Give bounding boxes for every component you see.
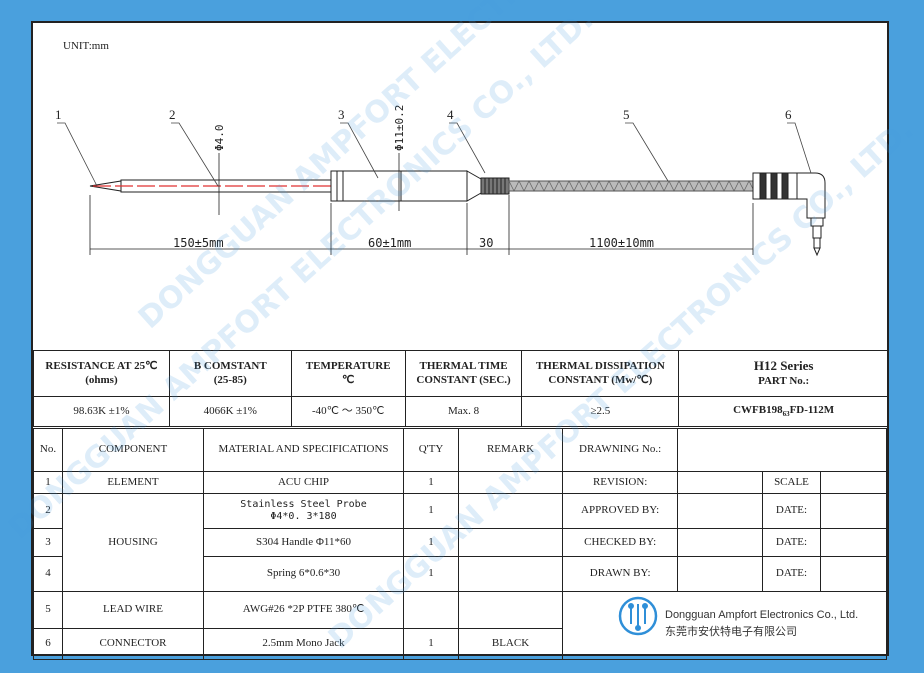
row-no: 4 — [33, 556, 63, 592]
drawing-no-label: DRAWNING No.: — [561, 428, 679, 472]
probe-diameter-label: Φ4.0 — [213, 125, 226, 152]
revision-value — [677, 471, 764, 494]
company-name-en: Dongguan Ampfort Electronics Co., Ltd. — [665, 609, 859, 621]
row-component: ELEMENT — [62, 471, 204, 494]
row-material: 2.5mm Mono Jack — [203, 628, 404, 660]
spec-value-thermal-time: Max. 8 — [404, 396, 523, 427]
row-no: 5 — [33, 591, 63, 629]
revision-label: REVISION: — [561, 471, 679, 494]
spec-value-dissipation: ≥2.5 — [521, 396, 680, 427]
callout-4: 4 — [447, 107, 454, 122]
spec-header-resistance: RESISTANCE AT 25℃(ohms) — [33, 350, 170, 397]
checked-value — [677, 528, 764, 557]
callout-3: 3 — [338, 107, 345, 122]
checked-date-value — [819, 528, 888, 557]
row-no: 1 — [33, 471, 63, 494]
row-component: LEAD WIRE — [62, 591, 204, 629]
spec-value-resistance: 98.63K ±1% — [33, 396, 170, 427]
col-header-component: COMPONENT — [62, 428, 204, 472]
company-name-cn: 东莞市安伏特电子有限公司 — [665, 626, 797, 638]
components-table: No. COMPONENT MATERIAL AND SPECIFICATION… — [33, 428, 563, 660]
handle-taper — [466, 170, 482, 202]
table-row: 5 LEAD WIRE AWG#26 *2P PTFE 380℃ — [33, 591, 563, 629]
row-no: 2 — [33, 493, 63, 529]
approved-value — [677, 493, 764, 529]
approval-table: DRAWNING No.: REVISION: SCALE APPROVED B… — [561, 428, 888, 660]
wire-length-label: 1100±10mm — [589, 236, 654, 250]
lead-wire-braid — [508, 180, 760, 192]
probe-length-label: 150±5mm — [173, 236, 224, 250]
row-remark — [458, 591, 563, 629]
scale-label: SCALE — [762, 471, 821, 494]
row-material: AWG#26 *2P PTFE 380℃ — [203, 591, 404, 629]
mono-jack-connector — [752, 172, 826, 257]
table-row: 1 ELEMENT ACU CHIP 1 — [33, 471, 563, 494]
row-remark — [458, 493, 563, 529]
spec-table: RESISTANCE AT 25℃(ohms) B COMSTANT(25-85… — [33, 350, 889, 427]
handle-length-label: 60±1mm — [368, 236, 411, 250]
callout-leaders — [57, 122, 812, 187]
drawing-no-value — [677, 428, 887, 472]
diameter-dims — [218, 153, 400, 215]
company-name: Dongguan Ampfort Electronics Co., Ltd. 东… — [665, 607, 858, 641]
spring-length-label: 30 — [479, 236, 493, 250]
callout-1: 1 — [55, 107, 62, 122]
col-header-material: MATERIAL AND SPECIFICATIONS — [203, 428, 404, 472]
callout-5: 5 — [623, 107, 630, 122]
row-remark — [458, 556, 563, 592]
drawing-sheet: UNIT:mm — [31, 21, 889, 660]
row-no: 6 — [33, 628, 63, 660]
table-row: 6 CONNECTOR 2.5mm Mono Jack 1 BLACK — [33, 628, 563, 660]
handle-diameter-label: Φ11±0.2 — [393, 105, 406, 151]
row-qty — [403, 591, 459, 629]
drawn-date-label: DATE: — [762, 556, 821, 592]
approved-date-value — [819, 493, 888, 529]
row-remark: BLACK — [458, 628, 563, 660]
checked-label: CHECKED BY: — [561, 528, 679, 557]
checked-date-label: DATE: — [762, 528, 821, 557]
row-material: Spring 6*0.6*30 — [203, 556, 404, 592]
callout-6: 6 — [785, 107, 792, 122]
row-qty: 1 — [403, 556, 459, 592]
col-header-remark: REMARK — [458, 428, 563, 472]
drawn-date-value — [819, 556, 888, 592]
row-qty: 1 — [403, 493, 459, 529]
row-component: CONNECTOR — [62, 628, 204, 660]
length-dims — [89, 195, 754, 255]
company-cell — [562, 591, 887, 660]
row-remark — [458, 528, 563, 557]
drawn-label: DRAWN BY: — [561, 556, 679, 592]
row-qty: 1 — [403, 628, 459, 660]
row-qty: 1 — [403, 471, 459, 494]
spring — [480, 177, 510, 195]
probe-drawing: 1 2 3 4 5 6 Φ4.0 Φ11±0.2 150±5mm 60±1mm … — [55, 105, 826, 257]
approved-date-label: DATE: — [762, 493, 821, 529]
spec-header-b-constant: B COMSTANT(25-85) — [168, 350, 292, 397]
col-header-no: No. — [33, 428, 63, 472]
row-material: ACU CHIP — [203, 471, 404, 494]
approved-label: APPROVED BY: — [561, 493, 679, 529]
scale-value — [819, 471, 888, 494]
row-component: HOUSING — [62, 493, 204, 592]
row-remark — [458, 471, 563, 494]
part-number: CWFB19863FD-112M — [678, 396, 889, 427]
row-qty: 1 — [403, 528, 459, 557]
spec-value-temperature: -40℃ ～ 350℃ — [290, 396, 406, 427]
col-header-qty: Q'TY — [403, 428, 459, 472]
callout-2: 2 — [169, 107, 176, 122]
unit-label: UNIT:mm — [63, 40, 109, 52]
company-logo — [618, 596, 658, 636]
spec-value-b-constant: 4066K ±1% — [168, 396, 292, 427]
spec-header-temperature: TEMPERATURE℃ — [290, 350, 406, 397]
drawn-value — [677, 556, 764, 592]
row-no: 3 — [33, 528, 63, 557]
row-material: S304 Handle Φ11*60 — [203, 528, 404, 557]
